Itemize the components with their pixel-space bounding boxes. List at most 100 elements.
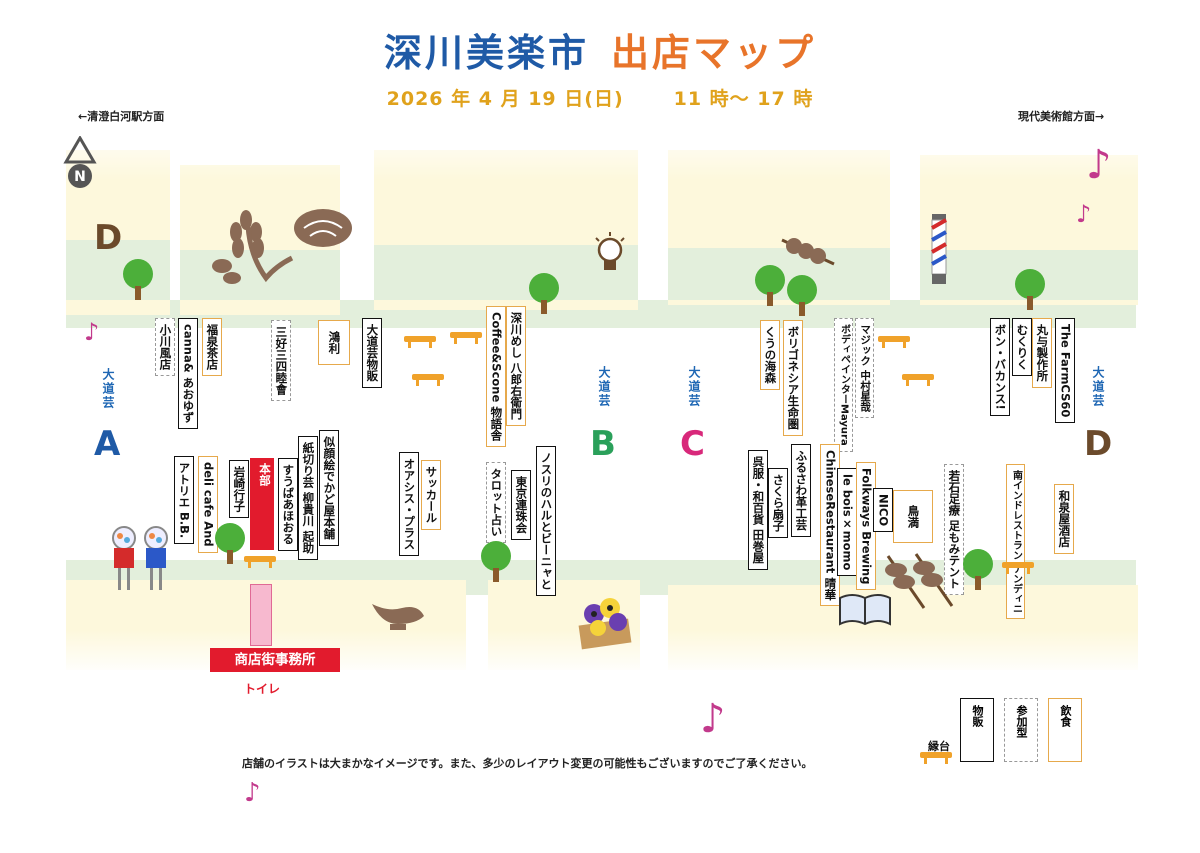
- stall-tokyo-renjukai: 東京連珠会: [511, 470, 532, 540]
- music-note-icon: ♪: [244, 778, 261, 808]
- stall-farm: The FarmCS60: [1055, 318, 1076, 424]
- stall-wakaishi: 若石足療 足もみテント: [944, 464, 965, 596]
- map-title: 深川美楽市出店マップ: [0, 22, 1200, 77]
- bench-icon: [450, 332, 482, 344]
- book-icon: [839, 594, 891, 626]
- stall-bon-vacances: ボン・バカンス!: [990, 318, 1011, 416]
- stall-gofuku: 呉服・和百貨 田巻屋: [748, 450, 769, 570]
- stall-nanindo: 南インドレストラン ナンディニ: [1006, 464, 1025, 620]
- stall-oasis-plus: オアシス・プラス: [399, 452, 420, 556]
- svg-text:N: N: [74, 169, 86, 185]
- stall-lebois: le bois×momo: [837, 468, 858, 577]
- stall-kouri: 鴻利: [318, 320, 351, 365]
- stall-fukagawa-meshi: 深川めし 八郎右衛門: [506, 306, 527, 426]
- street-performance-b: 大道芸: [597, 366, 611, 408]
- stall-nigaoe: 似顔絵でかど屋本舗: [319, 430, 340, 546]
- stall-folkways: Folkways Brewing: [856, 462, 877, 591]
- tree-icon: [529, 273, 559, 314]
- bench-icon: [878, 336, 910, 348]
- stall-sakura: さくら扇子: [768, 468, 789, 538]
- stall-canna: canna& あおゆず: [178, 318, 199, 429]
- gacha-machine-icon: [112, 526, 136, 590]
- bench-icon: [412, 374, 444, 386]
- legend-experience: 参加型: [1004, 698, 1038, 762]
- direction-right: 現代美術館方面→: [1018, 110, 1105, 123]
- tree-icon: [215, 523, 245, 564]
- stall-coffee-scone: Coffee&Scone 物語舎: [486, 306, 507, 447]
- legend-bench-icon: [920, 752, 952, 764]
- bench-icon: [1002, 562, 1034, 574]
- walkway-to-office: [250, 584, 272, 646]
- pansy-flower-icon: [578, 598, 632, 650]
- stall-furusawa: ふるさわ革工芸: [791, 444, 812, 537]
- upper-rim-2: [180, 250, 340, 300]
- stall-borigonesia: ボリゴネシア生命圏: [783, 320, 804, 436]
- stall-daidogei-buppan: 大道芸物販: [362, 318, 383, 388]
- stall-suuba: すうばあほおる: [278, 458, 299, 551]
- zone-a: A: [94, 424, 121, 464]
- stall-chouman: 鳥満: [893, 490, 934, 543]
- title-main: 深川美楽市: [383, 31, 589, 75]
- north-arrow-icon: N: [63, 136, 97, 188]
- event-day: 2026 年 4 月 19 日(日): [386, 88, 624, 110]
- stall-fukusen: 福泉茶店: [202, 318, 223, 376]
- stall-iwasaki: 岩崎行子: [229, 460, 250, 518]
- stall-atelier-bb: アトリエ B.B.: [174, 456, 195, 545]
- bench-icon: [244, 556, 276, 568]
- upper-fade: [60, 120, 1150, 180]
- lightbulb-icon: [595, 232, 625, 270]
- tree-icon: [481, 541, 511, 582]
- music-note-icon: ♪: [1086, 142, 1112, 188]
- stall-nosuri: ノスリのハルとビーニャと: [536, 446, 557, 596]
- street-performance-a: 大道芸: [101, 368, 115, 410]
- stall-maruyo: 丸与製作所: [1032, 318, 1053, 388]
- upper-rim-3: [374, 245, 638, 300]
- street-performance-c: 大道芸: [687, 366, 701, 408]
- gravy-boat-icon: [372, 604, 424, 630]
- legend-bench-label: 縁台: [928, 740, 950, 753]
- stall-magic: マジック 中村星哉: [855, 318, 875, 418]
- barber-pole-icon: [931, 214, 947, 284]
- stall-tarot: タロット占い: [486, 462, 507, 543]
- stall-chinese: ChineseRestaurant 晴華: [820, 444, 841, 607]
- dango-icon: [781, 238, 835, 266]
- stall-miyoshi: 三好三四睦會: [271, 320, 292, 401]
- stall-kuuno: くうの海森: [760, 320, 781, 390]
- stall-izumiya: 和泉屋酒店: [1054, 484, 1075, 554]
- street-performance-d: 大道芸: [1091, 366, 1105, 408]
- tree-icon: [755, 265, 785, 306]
- wheat-icon: [212, 210, 294, 284]
- zone-d: D: [1084, 424, 1113, 464]
- tree-icon: [123, 259, 153, 300]
- event-date: 2026 年 4 月 19 日(日) 11 時〜 17 時: [0, 84, 1200, 111]
- tree-icon: [787, 275, 817, 316]
- stall-mukuriku: むくりく: [1012, 318, 1033, 376]
- honbu-tent: 本部: [250, 458, 274, 550]
- tree-icon: [963, 549, 993, 590]
- event-time: 11 時〜 17 時: [673, 88, 814, 110]
- stall-soccer: サッカール: [421, 460, 442, 530]
- music-note-icon: ♪: [700, 696, 726, 742]
- shopping-street-office: 商店街事務所: [210, 648, 340, 672]
- stall-nico: NICO: [873, 488, 894, 533]
- skewer-food-icon: [885, 553, 954, 609]
- stall-body-paint: ボディペインターMayura: [834, 318, 853, 452]
- stall-deli-cafe: deli cafe And: [198, 456, 219, 553]
- direction-left: ←清澄白河駅方面: [78, 110, 165, 123]
- upper-rim-1: [66, 240, 170, 300]
- stall-kamikiri: 紙切り芸 柳貴川 起助: [298, 436, 319, 560]
- legend-food: 飲食: [1048, 698, 1082, 762]
- gacha-machine-icon: [144, 526, 168, 590]
- tree-icon: [1015, 269, 1045, 310]
- zone-b: B: [590, 424, 616, 464]
- bread-icon: [294, 209, 352, 247]
- title-sub: 出店マップ: [611, 31, 817, 75]
- stall-ogawafuuten: 小川風店: [155, 318, 176, 376]
- music-note-icon: ♪: [1076, 200, 1092, 228]
- legend-goods: 物販: [960, 698, 994, 762]
- zone-d-top: D: [94, 218, 123, 258]
- bench-icon: [902, 374, 934, 386]
- disclaimer-note: 店舗のイラストは大まかなイメージです。また、多少のレイアウト変更の可能性もござい…: [242, 757, 813, 770]
- toilet-label: トイレ: [244, 682, 281, 696]
